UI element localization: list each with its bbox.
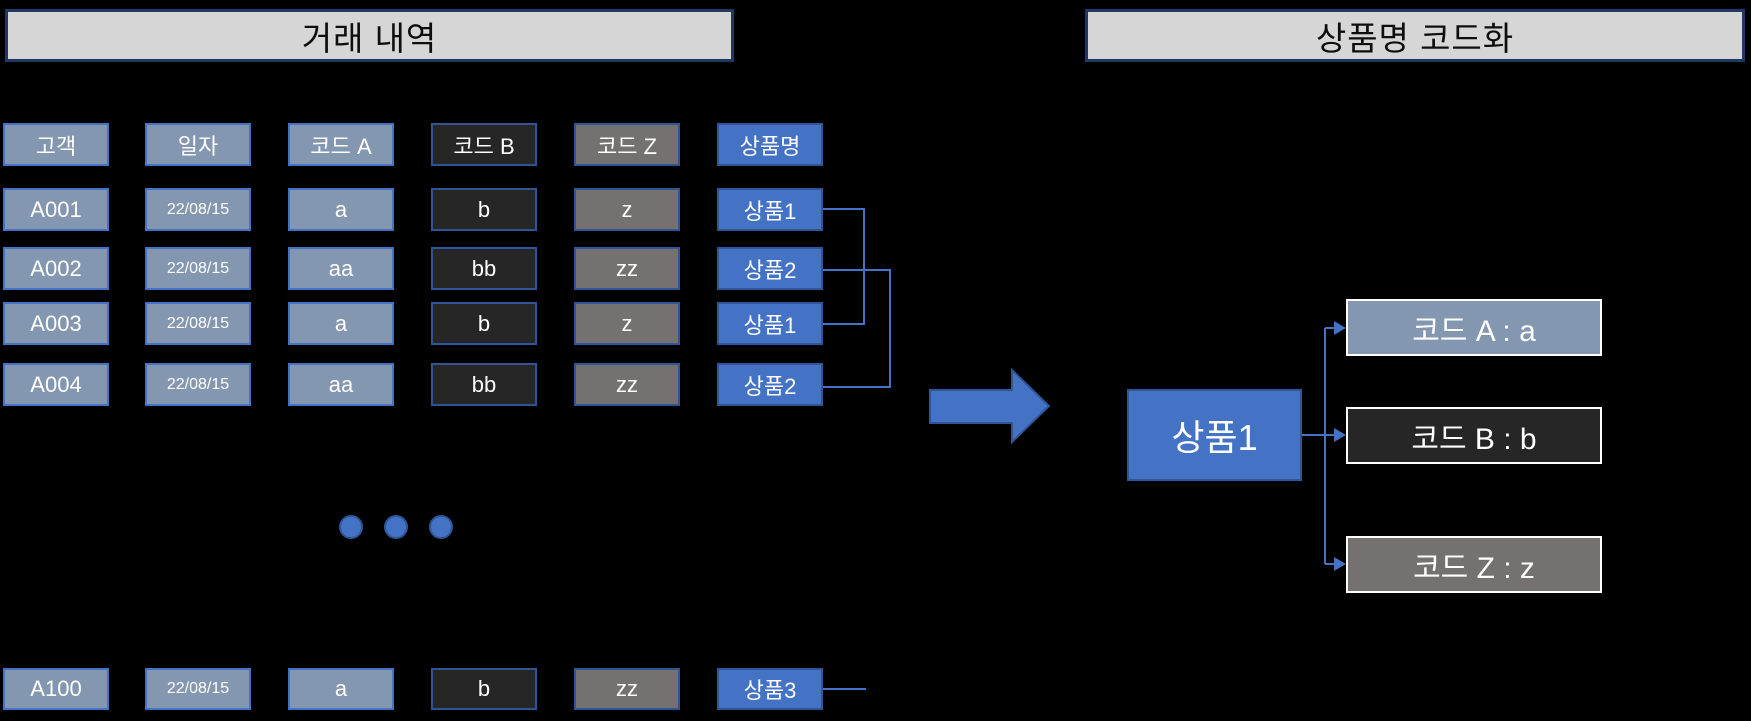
- table-cell: 22/08/15: [145, 668, 251, 710]
- table-cell: A100: [3, 668, 109, 710]
- table-cell: a: [288, 668, 394, 710]
- table-cell: 22/08/15: [145, 247, 251, 290]
- table-cell-product: 상품3: [717, 668, 823, 710]
- bracket-connector-product1: [823, 208, 865, 325]
- table-cell: bb: [431, 363, 537, 406]
- ellipsis-dot: [384, 515, 408, 539]
- table-cell-product: 상품2: [717, 247, 823, 290]
- table-cell: zz: [574, 247, 680, 290]
- mapping-box-code-z: 코드 Z : z: [1346, 536, 1602, 593]
- mapping-box-code-a: 코드 A : a: [1346, 299, 1602, 356]
- table-cell: 22/08/15: [145, 302, 251, 345]
- header-cell-date: 일자: [145, 123, 251, 166]
- flow-arrow-icon: [929, 367, 1051, 445]
- table-cell: A004: [3, 363, 109, 406]
- mapping-box-code-b: 코드 B : b: [1346, 407, 1602, 464]
- table-cell: A003: [3, 302, 109, 345]
- left-section-title: 거래 내역: [5, 9, 734, 62]
- table-cell: A001: [3, 188, 109, 231]
- table-cell: z: [574, 188, 680, 231]
- bracket-connector-product2: [823, 269, 891, 388]
- table-cell: b: [431, 668, 537, 710]
- header-cell-customer: 고객: [3, 123, 109, 166]
- table-cell: bb: [431, 247, 537, 290]
- table-cell-product: 상품1: [717, 302, 823, 345]
- table-cell: A002: [3, 247, 109, 290]
- table-cell: zz: [574, 668, 680, 710]
- table-cell: 22/08/15: [145, 363, 251, 406]
- table-cell: a: [288, 188, 394, 231]
- header-cell-code-b: 코드 B: [431, 123, 537, 166]
- table-cell: z: [574, 302, 680, 345]
- table-cell-product: 상품2: [717, 363, 823, 406]
- source-product-box: 상품1: [1127, 389, 1302, 481]
- right-section-title: 상품명 코드화: [1085, 9, 1745, 62]
- header-cell-product: 상품명: [717, 123, 823, 166]
- header-cell-code-a: 코드 A: [288, 123, 394, 166]
- table-cell: zz: [574, 363, 680, 406]
- table-cell: 22/08/15: [145, 188, 251, 231]
- table-cell: aa: [288, 247, 394, 290]
- table-cell: aa: [288, 363, 394, 406]
- header-cell-code-z: 코드 Z: [574, 123, 680, 166]
- table-cell: b: [431, 188, 537, 231]
- arrowhead-icon: [1334, 321, 1346, 335]
- ellipsis-dot: [339, 515, 363, 539]
- table-cell: a: [288, 302, 394, 345]
- arrowhead-icon: [1334, 428, 1346, 442]
- ellipsis-dot: [429, 515, 453, 539]
- table-cell-product: 상품1: [717, 188, 823, 231]
- table-cell: b: [431, 302, 537, 345]
- arrowhead-icon: [1334, 557, 1346, 571]
